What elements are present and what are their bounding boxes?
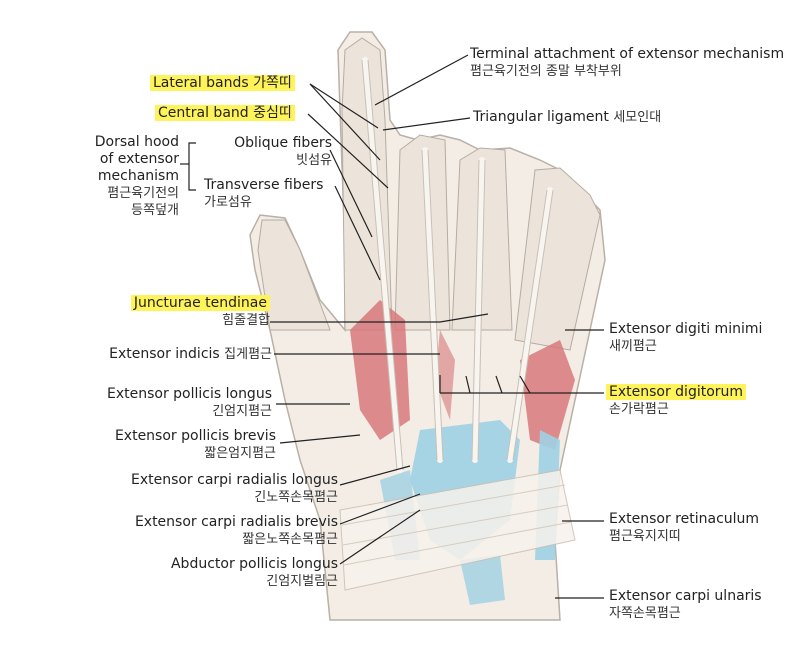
middle-finger: [394, 134, 451, 331]
dorsal-interosseous-4: [520, 340, 575, 450]
label-transverse-fibers: Transverse fibers 가로섬유: [204, 177, 324, 210]
label-terminal-attachment: Terminal attachment of extensor mechanis…: [470, 46, 785, 79]
label-dorsal-hood: Dorsal hood of extensor mechanism 폄근육기전의…: [94, 134, 179, 218]
tendon-sheath-distal: [460, 555, 505, 605]
retinaculum-fibers: [341, 484, 572, 566]
label-extensor-retinaculum: Extensor retinaculum 폄근육지지띠: [609, 511, 760, 544]
label-oblique-fibers: Oblique fibers 빗섬유: [234, 135, 332, 168]
dorsal-interosseous-2: [435, 330, 455, 420]
label-juncturae-tendinae: Juncturae tendinae 힘줄결합: [130, 295, 270, 329]
label-central-band: Central band 중심띠: [155, 105, 295, 122]
label-abductor-pollicis-longus: Abductor pollicis longus 긴엄지벌림근: [170, 556, 338, 589]
extensor-tendons-outline: [361, 59, 554, 471]
label-extensor-digitorum: Extensor digitorum 손가락폄근: [606, 384, 747, 418]
extensor-retinaculum-band: [339, 469, 576, 591]
label-extensor-pollicis-brevis: Extensor pollicis brevis 짧은엄지폄근: [114, 428, 276, 461]
label-lateral-bands: Lateral bands 가쪽띠: [150, 75, 295, 92]
label-extensor-digiti-minimi: Extensor digiti minimi 새끼폄근: [609, 321, 763, 354]
label-extensor-indicis: Extensor indicis 집게폄근: [109, 346, 272, 362]
thumb: [257, 219, 331, 331]
label-extensor-pollicis-longus: Extensor pollicis longus 긴엄지폄근: [106, 386, 272, 419]
label-extensor-carpi-radialis-longus: Extensor carpi radialis longus 긴노쪽손목폄근: [130, 472, 338, 505]
extensor-tendons: [362, 57, 553, 473]
label-triangular-ligament: Triangular ligament 세모인대: [473, 109, 662, 125]
label-extensor-carpi-radialis-brevis: Extensor carpi radialis brevis 짧은노쪽손목폄근: [134, 514, 338, 547]
label-extensor-carpi-ulnaris: Extensor carpi ulnaris 자쪽손목폄근: [609, 588, 762, 621]
leader-lines: [180, 54, 604, 599]
